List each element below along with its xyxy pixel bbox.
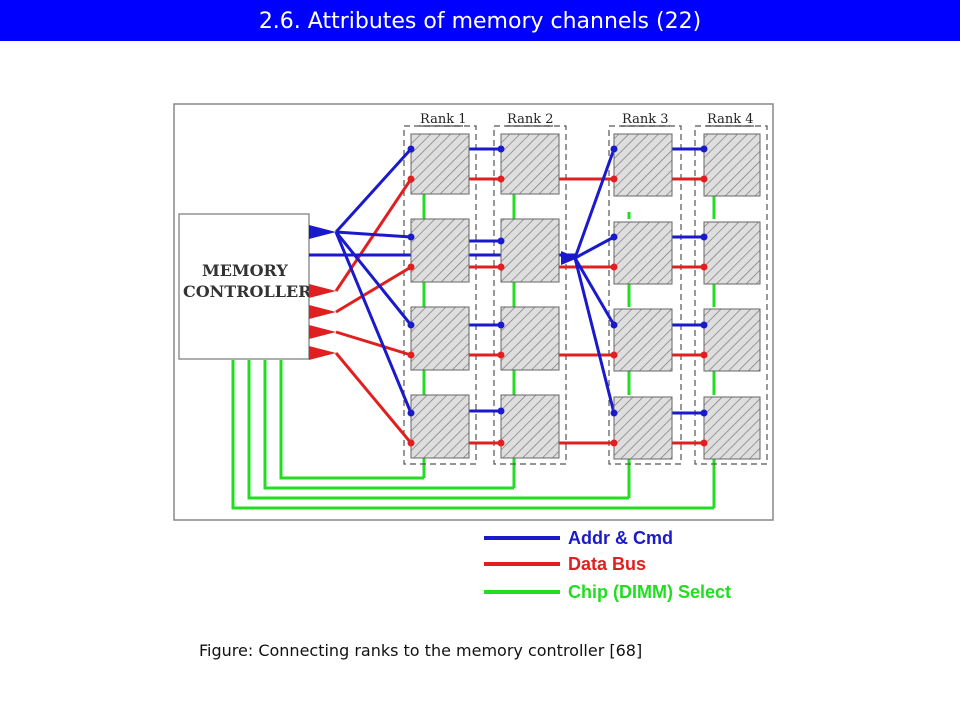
chip-r3-3 <box>613 308 673 372</box>
addr-cmd-lines <box>309 147 704 415</box>
legend-addr-label: Addr & Cmd <box>568 528 673 548</box>
legend: Addr & Cmd Data Bus Chip (DIMM) Select <box>484 528 731 602</box>
chip-r3-1 <box>613 133 673 197</box>
chip-r2-3 <box>500 306 560 371</box>
chip-r2-1 <box>500 133 560 195</box>
rank-2-label: Rank 2 <box>507 112 554 127</box>
rank-3-label: Rank 3 <box>622 112 669 127</box>
connection-dots <box>407 145 708 447</box>
chip-r1-4 <box>410 394 470 459</box>
slide-title: 2.6. Attributes of memory channels (22) <box>0 0 960 41</box>
chip-r4-2 <box>703 221 761 285</box>
legend-data-label: Data Bus <box>568 554 646 574</box>
memory-chips <box>410 133 761 460</box>
chip-r1-1 <box>410 133 470 195</box>
figure-caption: Figure: Connecting ranks to the memory c… <box>199 641 643 660</box>
legend-select-label: Chip (DIMM) Select <box>568 582 731 602</box>
rank-4-label: Rank 4 <box>707 112 754 127</box>
chip-r4-4 <box>703 396 761 460</box>
memory-controller-box <box>178 213 310 360</box>
controller-label-line1: MEMORY <box>202 261 288 280</box>
addr-cmd-arrows <box>309 225 578 265</box>
chip-r2-4 <box>500 394 560 459</box>
controller-label-line2: CONTROLLER <box>183 282 312 301</box>
chip-r1-3 <box>410 306 470 371</box>
chip-r2-2 <box>500 218 560 283</box>
rank-1-label: Rank 1 <box>420 112 467 127</box>
chip-r3-2 <box>613 221 673 285</box>
data-bus-arrows <box>309 284 336 360</box>
chip-r1-2 <box>410 218 470 283</box>
chip-r4-1 <box>703 133 761 197</box>
chip-r3-4 <box>613 396 673 460</box>
chip-r4-3 <box>703 308 761 372</box>
chip-select-lines <box>231 194 716 510</box>
